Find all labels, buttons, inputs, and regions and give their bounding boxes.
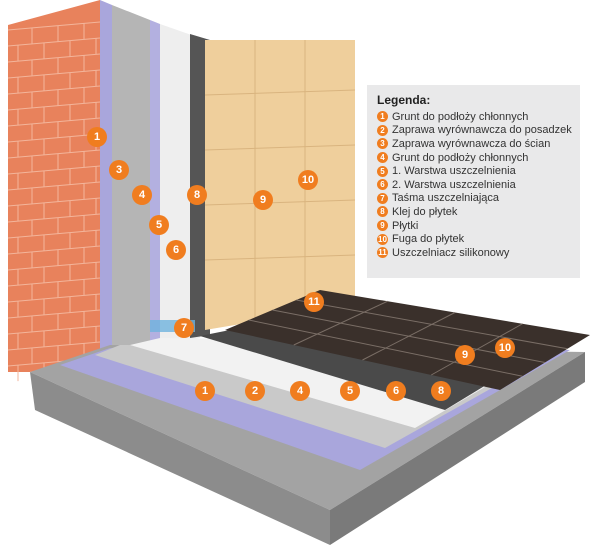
marker-floor-9: 9 [455, 345, 475, 365]
legend-number-badge: 8 [377, 206, 388, 218]
grid-line [7, 261, 101, 271]
grid-line [7, 53, 101, 63]
grid-line [7, 21, 101, 31]
marker-floor-6: 6 [386, 381, 406, 401]
legend-number-badge: 10 [377, 233, 388, 245]
grid-line [7, 181, 101, 191]
grid-line [7, 341, 101, 351]
legend-number-badge: 1 [377, 111, 388, 123]
grid-line [7, 197, 101, 207]
marker-wall-9: 9 [253, 190, 273, 210]
legend-item: 10 Fuga do płytek [377, 232, 570, 246]
grid-line [7, 165, 101, 175]
legend-item: 5 1. Warstwa uszczelnienia [377, 164, 570, 178]
brick-joints [7, 21, 101, 382]
legend-label: 1. Warstwa uszczelnienia [392, 165, 516, 178]
grid-line [7, 101, 101, 111]
legend-number-badge: 5 [377, 165, 388, 177]
legend-item: 7 Taśma uszczelniająca [377, 192, 570, 206]
legend-label: Płytki [392, 219, 419, 232]
grid-line [7, 277, 101, 287]
legend-label: Fuga do płytek [392, 233, 465, 246]
wall-primer2-layer [150, 20, 160, 345]
marker-floor-1: 1 [195, 381, 215, 401]
grid-line [204, 254, 356, 261]
legend-label: Grunt do podłoży chłonnych [392, 151, 529, 164]
marker-wall-6: 6 [166, 240, 186, 260]
legend-item: 4 Grunt do podłoży chłonnych [377, 151, 570, 165]
grid-line [7, 325, 101, 335]
legend-item: 6 2. Warstwa uszczelnienia [377, 178, 570, 192]
legend-number-badge: 7 [377, 192, 388, 204]
marker-floor-4: 4 [290, 381, 310, 401]
grid-line [431, 323, 523, 376]
marker-wall-4: 4 [132, 185, 152, 205]
grid-line [7, 213, 101, 223]
grid-line [7, 37, 101, 47]
legend-number-badge: 6 [377, 179, 388, 191]
marker-wall-10: 10 [298, 170, 318, 190]
wall-primer-layer [100, 0, 112, 355]
floor-tiles [225, 290, 590, 390]
legend-label: Zaprawa wyrównawcza do posadzek [392, 124, 572, 137]
legend-number-badge: 2 [377, 124, 388, 136]
legend-title: Legenda: [377, 93, 431, 107]
legend-number-badge: 3 [377, 138, 388, 150]
legend-item: 8 Klej do płytek [377, 205, 570, 219]
marker-floor-8: 8 [431, 381, 451, 401]
grid-line [7, 245, 101, 255]
legend-label: Grunt do podłoży chłonnych [392, 110, 529, 123]
grid-line [7, 309, 101, 319]
legend-item: 1 Grunt do podłoży chłonnych [377, 110, 570, 124]
marker-wall-3: 3 [109, 160, 129, 180]
legend-label: Zaprawa wyrównawcza do ścian [392, 137, 551, 150]
grid-line [204, 199, 356, 206]
wall-leveling-layer [112, 5, 150, 350]
marker-floor-5: 5 [340, 381, 360, 401]
grid-line [362, 312, 456, 361]
legend-label: Uszczelniacz silikonowy [392, 246, 510, 259]
legend-number-badge: 11 [377, 247, 388, 259]
legend-label: 2. Warstwa uszczelnienia [392, 178, 516, 191]
grid-line [204, 144, 356, 151]
grid-line [7, 117, 101, 127]
marker-floor-10: 10 [495, 338, 515, 358]
marker-wall-8: 8 [187, 185, 207, 205]
legend-label: Taśma uszczelniająca [392, 192, 499, 205]
grid-line [7, 133, 101, 143]
grid-line [293, 300, 388, 346]
floor-tile-grid [248, 299, 568, 377]
concrete-slab-front-left [30, 372, 330, 545]
legend-item: 3 Zaprawa wyrównawcza do ścian [377, 137, 570, 151]
grid-line [7, 293, 101, 303]
wall-tiles [205, 40, 355, 330]
legend-item: 11 Uszczelniacz silikonowy [377, 246, 570, 260]
legend-number-badge: 9 [377, 220, 388, 232]
grid-line [7, 149, 101, 159]
grid-line [7, 85, 101, 95]
marker-wall-7: 7 [174, 318, 194, 338]
marker-floor-2: 2 [245, 381, 265, 401]
grid-line [7, 229, 101, 239]
legend-number-badge: 4 [377, 152, 388, 164]
concrete-slab-front-right [330, 352, 585, 545]
grid-line [204, 89, 356, 96]
legend-item: 2 Zaprawa wyrównawcza do posadzek [377, 124, 572, 138]
marker-wall-11: 11 [304, 292, 324, 312]
legend-item: 9 Płytki [377, 219, 570, 233]
marker-wall-5: 5 [149, 215, 169, 235]
grid-line [7, 69, 101, 79]
marker-wall-1: 1 [87, 127, 107, 147]
legend-label: Klej do płytek [392, 205, 458, 218]
